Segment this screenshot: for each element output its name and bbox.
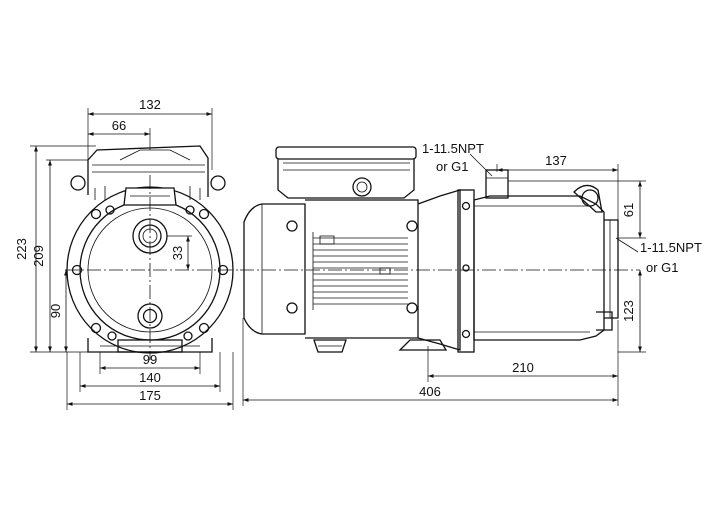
- front-view: [65, 145, 238, 360]
- outlet-thread-label-2: or G1: [436, 159, 469, 174]
- side-motor-body: [305, 199, 419, 339]
- side-terminal-box: [275, 146, 417, 160]
- dim-61: 61: [621, 203, 636, 217]
- dim-99: 99: [143, 352, 157, 367]
- dim-33: 33: [170, 246, 185, 260]
- inlet-thread-label-1: 1-11.5NPT: [640, 240, 702, 255]
- dim-90: 90: [48, 304, 63, 318]
- side-cable-gland: [352, 177, 372, 197]
- side-cooling-fins: [312, 232, 408, 310]
- dim-223: 223: [14, 238, 29, 260]
- outlet-thread-label-1: 1-11.5NPT: [422, 141, 484, 156]
- side-pump-housing: [473, 195, 605, 341]
- dim-137: 137: [545, 153, 567, 168]
- side-view: [240, 146, 640, 353]
- dim-140: 140: [139, 370, 161, 385]
- dim-209: 209: [31, 245, 46, 267]
- dim-406: 406: [419, 384, 441, 399]
- front-terminal-box: [87, 145, 209, 197]
- dim-66: 66: [112, 118, 126, 133]
- dim-132: 132: [139, 97, 161, 112]
- inlet-thread-label-2: or G1: [646, 260, 679, 275]
- dimensions: 132 66 223 209 90 33 99 140 175: [14, 97, 702, 410]
- side-inlet-port: [573, 184, 603, 213]
- side-outlet-port: [485, 169, 509, 199]
- dim-175: 175: [139, 388, 161, 403]
- dim-123: 123: [621, 300, 636, 322]
- side-motor-foot: [313, 339, 347, 353]
- dim-210: 210: [512, 360, 534, 375]
